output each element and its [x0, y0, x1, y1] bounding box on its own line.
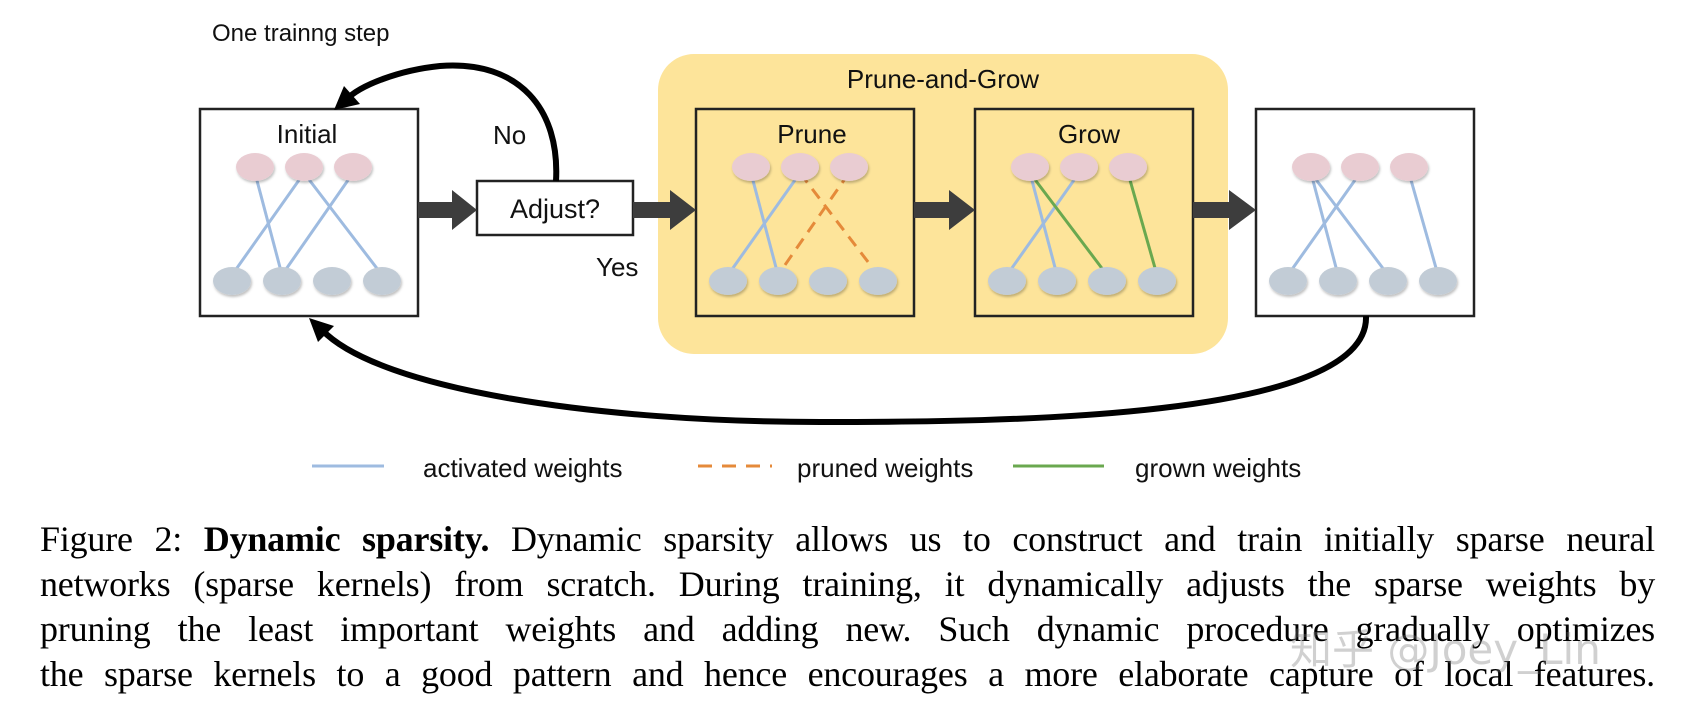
prune-input-neuron — [781, 153, 819, 181]
initial-activated-weight-edge — [280, 172, 355, 276]
prune-input-neuron — [830, 153, 868, 181]
legend-grown-label: grown weights — [1135, 453, 1301, 483]
loop-label: One trainng step — [212, 20, 389, 47]
grow-output-neuron — [1088, 267, 1126, 295]
initial-panel-title: Initial — [277, 119, 338, 149]
initial-input-neuron — [334, 153, 372, 181]
grow-grown-weight-edge — [1126, 172, 1159, 276]
arrow-adjust-to-prune — [633, 190, 696, 230]
initial-output-neuron — [313, 267, 351, 295]
initial-output-neuron — [363, 267, 401, 295]
prune-output-neuron — [859, 267, 897, 295]
result-output-neuron — [1369, 267, 1407, 295]
initial-output-neuron — [263, 267, 301, 295]
grow-input-neuron — [1011, 153, 1049, 181]
grow-activated-weight-edge — [1005, 172, 1081, 276]
adjust-decision-box — [475, 179, 635, 237]
initial-input-neuron — [236, 153, 274, 181]
network-nodes — [213, 153, 1457, 295]
caption-line-1-text: Dynamic sparsity allows us to construct … — [510, 519, 1655, 559]
result-output-neuron — [1319, 267, 1357, 295]
adjust-decision-label: Adjust? — [510, 194, 600, 224]
arrow-grow-to-result — [1193, 190, 1256, 230]
flow-arrows — [418, 190, 1256, 230]
prune-panel-title: Prune — [777, 119, 846, 149]
prune-output-neuron — [809, 267, 847, 295]
result-input-neuron — [1390, 153, 1428, 181]
watermark: 知乎 @Joey_Lin — [1290, 625, 1601, 674]
result-output-neuron — [1269, 267, 1307, 295]
return-loop-arrowhead — [309, 318, 334, 342]
legend-activated-label: activated weights — [423, 453, 622, 483]
prune-pruned-weight-edge — [798, 172, 880, 276]
arrow-initial-to-adjust — [418, 190, 477, 230]
return-loop-arrow — [319, 315, 1370, 426]
prune-input-neuron — [732, 153, 770, 181]
arrow-prune-to-grow — [914, 190, 975, 230]
grow-output-neuron — [1138, 267, 1176, 295]
initial-activated-weight-edge — [302, 172, 384, 276]
network-edges — [230, 172, 1440, 276]
grow-input-neuron — [1109, 153, 1147, 181]
prune-activated-weight-edge — [726, 172, 802, 276]
caption-line-3: pruning the least important weights and … — [40, 609, 1655, 649]
result-input-neuron — [1341, 153, 1379, 181]
legend-pruned-label: pruned weights — [797, 453, 973, 483]
prune-output-neuron — [709, 267, 747, 295]
caption-title: Dynamic sparsity. — [203, 519, 490, 559]
grow-output-neuron — [988, 267, 1026, 295]
initial-input-neuron — [285, 153, 323, 181]
yes-label: Yes — [596, 252, 638, 282]
result-activated-weight-edge — [1286, 172, 1362, 276]
no-label: No — [493, 120, 526, 150]
result-output-neuron — [1419, 267, 1457, 295]
prune-pruned-weight-edge — [776, 172, 851, 276]
result-activated-weight-edge — [1309, 172, 1390, 276]
initial-activated-weight-edge — [230, 172, 306, 276]
initial-output-neuron — [213, 267, 251, 295]
grow-input-neuron — [1060, 153, 1098, 181]
grow-grown-weight-edge — [1028, 172, 1109, 276]
caption-label: Figure 2: — [40, 519, 183, 559]
no-loop-arrow — [343, 62, 560, 182]
result-activated-weight-edge — [1407, 172, 1440, 276]
grow-panel-title: Grow — [1058, 119, 1120, 149]
group-title: Prune-and-Grow — [847, 64, 1039, 94]
no-loop-arrowhead — [334, 86, 360, 110]
dynamic-sparsity-diagram: Prune-and-Grow One trainng step Initial … — [198, 20, 1476, 483]
figure-caption: Figure 2: Dynamic sparsity. Dynamic spar… — [40, 517, 1655, 697]
legend: activated weights pruned weights grown w… — [312, 453, 1301, 483]
result-input-neuron — [1292, 153, 1330, 181]
grow-output-neuron — [1038, 267, 1076, 295]
caption-line-2: networks (sparse kernels) from scratch. … — [40, 564, 1655, 604]
caption-line-4: the sparse kernels to a good pattern and… — [40, 654, 1655, 694]
caption-line-1: Figure 2: Dynamic sparsity. Dynamic spar… — [40, 517, 1655, 562]
prune-output-neuron — [759, 267, 797, 295]
